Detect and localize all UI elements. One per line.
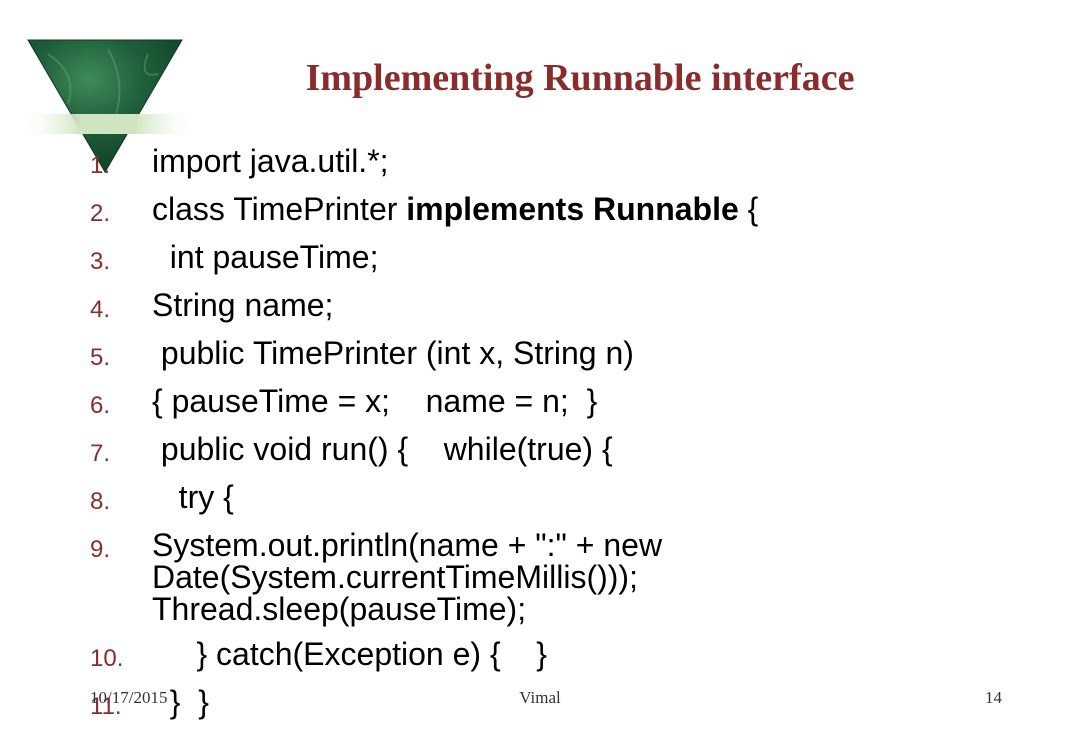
code-text: try { [152, 479, 234, 515]
code-text-bold: implements Runnable [406, 191, 739, 227]
code-line-5: 5. public TimePrinter (int x, String n) [90, 337, 1050, 372]
code-line-10: 10. } catch(Exception e) { } [90, 638, 1050, 673]
code-text: class TimePrinter implements Runnable { [152, 193, 758, 225]
code-text-plain: class TimePrinter [152, 191, 407, 227]
code-line-3: 3. int pauseTime; [90, 241, 1050, 276]
code-text: { pauseTime = x; name = n; } [152, 383, 598, 419]
code-line-7: 7. public void run() { while(true) { [90, 433, 1050, 468]
footer-page-number: 14 [985, 688, 1002, 707]
code-line-1: 1. import java.util.*; [90, 145, 1050, 180]
code-listing: 1. import java.util.*; 2. class TimePrin… [90, 145, 1050, 734]
code-line-2: 2. class TimePrinter implements Runnable… [90, 193, 1050, 228]
code-line-4: 4. String name; [90, 289, 1050, 324]
line-number: 7. [90, 440, 111, 467]
code-text: import java.util.*; [152, 143, 389, 179]
line-number: 8. [90, 488, 111, 515]
line-number: 3. [90, 248, 111, 275]
code-line-11: 11. } } [90, 686, 1050, 721]
code-text: int pauseTime; [152, 239, 379, 275]
code-text: String name; [152, 287, 334, 323]
code-line-8: 8. try { [90, 481, 1050, 516]
code-text: public void run() { while(true) { [152, 431, 613, 467]
slide-title: Implementing Runnable interface [305, 57, 855, 99]
footer-date: 10/17/2015 [90, 688, 168, 707]
code-text: public TimePrinter (int x, String n) [152, 335, 634, 371]
line-number: 5. [90, 344, 111, 371]
line-number: 4. [90, 296, 111, 323]
line-number: 10. [90, 645, 124, 672]
footer-author: Vimal [519, 688, 561, 707]
code-text: } } [152, 684, 209, 720]
green-triangle-logo [18, 39, 198, 173]
code-line-6: 6. { pauseTime = x; name = n; } [90, 385, 1050, 420]
code-text: } catch(Exception e) { } [152, 636, 547, 672]
code-line-9: 9. System.out.println(name + ":" + new D… [90, 529, 1050, 625]
code-text-plain: { [738, 191, 759, 227]
code-text: System.out.println(name + ":" + new Date… [152, 527, 663, 627]
line-number: 2. [90, 200, 111, 227]
line-number: 11. [90, 693, 122, 720]
line-number: 6. [90, 392, 111, 419]
line-number: 9. [90, 536, 111, 563]
line-number: 1. [90, 152, 111, 179]
